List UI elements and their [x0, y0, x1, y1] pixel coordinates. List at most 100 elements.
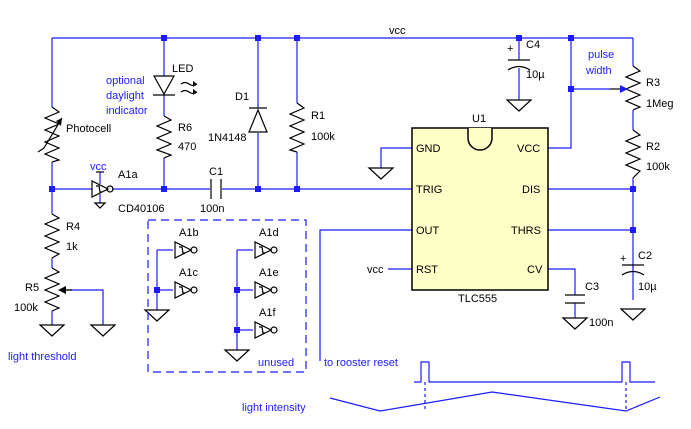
c1-value: 100n	[200, 203, 224, 215]
ground-icon	[143, 309, 171, 322]
capacitor-c4	[507, 59, 531, 71]
ground-icon	[89, 324, 117, 337]
resistor-r6	[155, 115, 173, 159]
r3-ref: R3	[646, 77, 660, 89]
photocell-label: Photocell	[66, 123, 111, 135]
r2-value: 100k	[646, 161, 670, 173]
photocell	[37, 106, 63, 163]
node	[568, 86, 574, 92]
resistor-r4	[43, 213, 61, 259]
ground-icon	[619, 308, 647, 321]
pin-gnd: GND	[416, 143, 441, 155]
labels: vcc Photocell optional daylight indicato…	[8, 25, 674, 414]
c4-plus: +	[507, 43, 513, 55]
a1b-label: A1b	[179, 227, 199, 239]
node	[234, 327, 240, 333]
a1e-label: A1e	[259, 267, 279, 279]
r1-value: 100k	[311, 131, 335, 143]
vcc-rail-label: vcc	[389, 25, 406, 37]
capacitor-c2	[621, 264, 645, 276]
node	[255, 35, 261, 41]
c2-value: 10µ	[638, 281, 657, 293]
resistor-r2	[624, 129, 642, 179]
potentiometer-r3	[610, 65, 642, 111]
led-note-line1: optional	[106, 75, 145, 87]
c3-value: 100n	[589, 317, 613, 329]
c3-ref: C3	[585, 281, 599, 293]
r6-ref: R6	[178, 122, 192, 134]
node	[294, 35, 300, 41]
a1a-ref: A1a	[118, 169, 138, 181]
node	[568, 35, 574, 41]
r2-ref: R2	[646, 141, 660, 153]
c2-ref: C2	[638, 250, 652, 262]
pin-rst: RST	[416, 264, 438, 276]
c4-value: 10µ	[526, 69, 545, 81]
inverter-a1d	[254, 241, 278, 259]
c2-plus: +	[620, 253, 626, 265]
node	[234, 287, 240, 293]
ground-icon	[367, 167, 395, 180]
light-threshold-label: light threshold	[8, 351, 77, 363]
node	[516, 35, 522, 41]
pin-trig: TRIG	[416, 184, 442, 196]
wires	[51, 37, 634, 361]
node	[255, 186, 261, 192]
node	[294, 186, 300, 192]
r1-ref: R1	[311, 110, 325, 122]
u1-ref: U1	[472, 113, 486, 125]
a1a-vcc-label: vcc	[90, 161, 107, 173]
r6-value: 470	[178, 141, 196, 153]
node	[630, 186, 636, 192]
pin-vcc: VCC	[517, 143, 540, 155]
node	[161, 35, 167, 41]
potentiometer-r5	[43, 267, 72, 312]
r4-ref: R4	[66, 221, 80, 233]
junction-dots	[49, 35, 636, 333]
a1-part: CD40106	[118, 203, 164, 215]
unused-label: unused	[258, 357, 294, 369]
pulse-width-line1: pulse	[588, 49, 614, 61]
light-intensity-label: light intensity	[242, 402, 306, 414]
inverter-a1f	[254, 321, 278, 339]
r4-value: 1k	[66, 241, 78, 253]
inverter-a1e	[254, 281, 278, 299]
inverter-a1a	[91, 171, 114, 209]
ground-icon	[505, 99, 533, 112]
led-label: LED	[172, 63, 193, 75]
pin-thrs: THRS	[511, 225, 541, 237]
rst-vcc-label: vcc	[367, 264, 384, 276]
tlc555-chip	[411, 127, 549, 291]
ground-icon	[561, 317, 589, 330]
unused-gates-box	[147, 219, 307, 373]
inverter-a1c	[174, 281, 198, 299]
a1f-label: A1f	[259, 307, 276, 319]
c1-ref: C1	[209, 166, 223, 178]
capacitor-c3	[565, 294, 585, 304]
rooster-pulse-waveform	[414, 361, 655, 410]
inverter-a1b	[174, 241, 198, 259]
a1d-label: A1d	[259, 227, 279, 239]
ground-symbols	[38, 99, 647, 362]
pulse-width-line2: width	[585, 65, 612, 77]
led-note-line2: daylight	[106, 90, 144, 102]
capacitor-c1	[210, 179, 222, 199]
r5-value: 100k	[14, 302, 38, 314]
pin-dis: DIS	[522, 184, 540, 196]
ground-icon	[38, 324, 66, 337]
node	[49, 186, 55, 192]
node	[154, 287, 160, 293]
node	[630, 227, 636, 233]
resistor-r1	[288, 102, 306, 153]
r5-ref: R5	[25, 282, 39, 294]
rooster-reset-label: to rooster reset	[324, 357, 398, 369]
a1c-label: A1c	[179, 267, 198, 279]
ground-icon	[223, 349, 251, 362]
d1-value: 1N4148	[208, 132, 247, 144]
led-note-line3: indicator	[106, 105, 148, 117]
diode-d1	[248, 107, 268, 133]
r3-value: 1Meg	[646, 98, 674, 110]
d1-ref: D1	[235, 91, 249, 103]
pin-out: OUT	[416, 225, 440, 237]
led	[152, 75, 198, 96]
